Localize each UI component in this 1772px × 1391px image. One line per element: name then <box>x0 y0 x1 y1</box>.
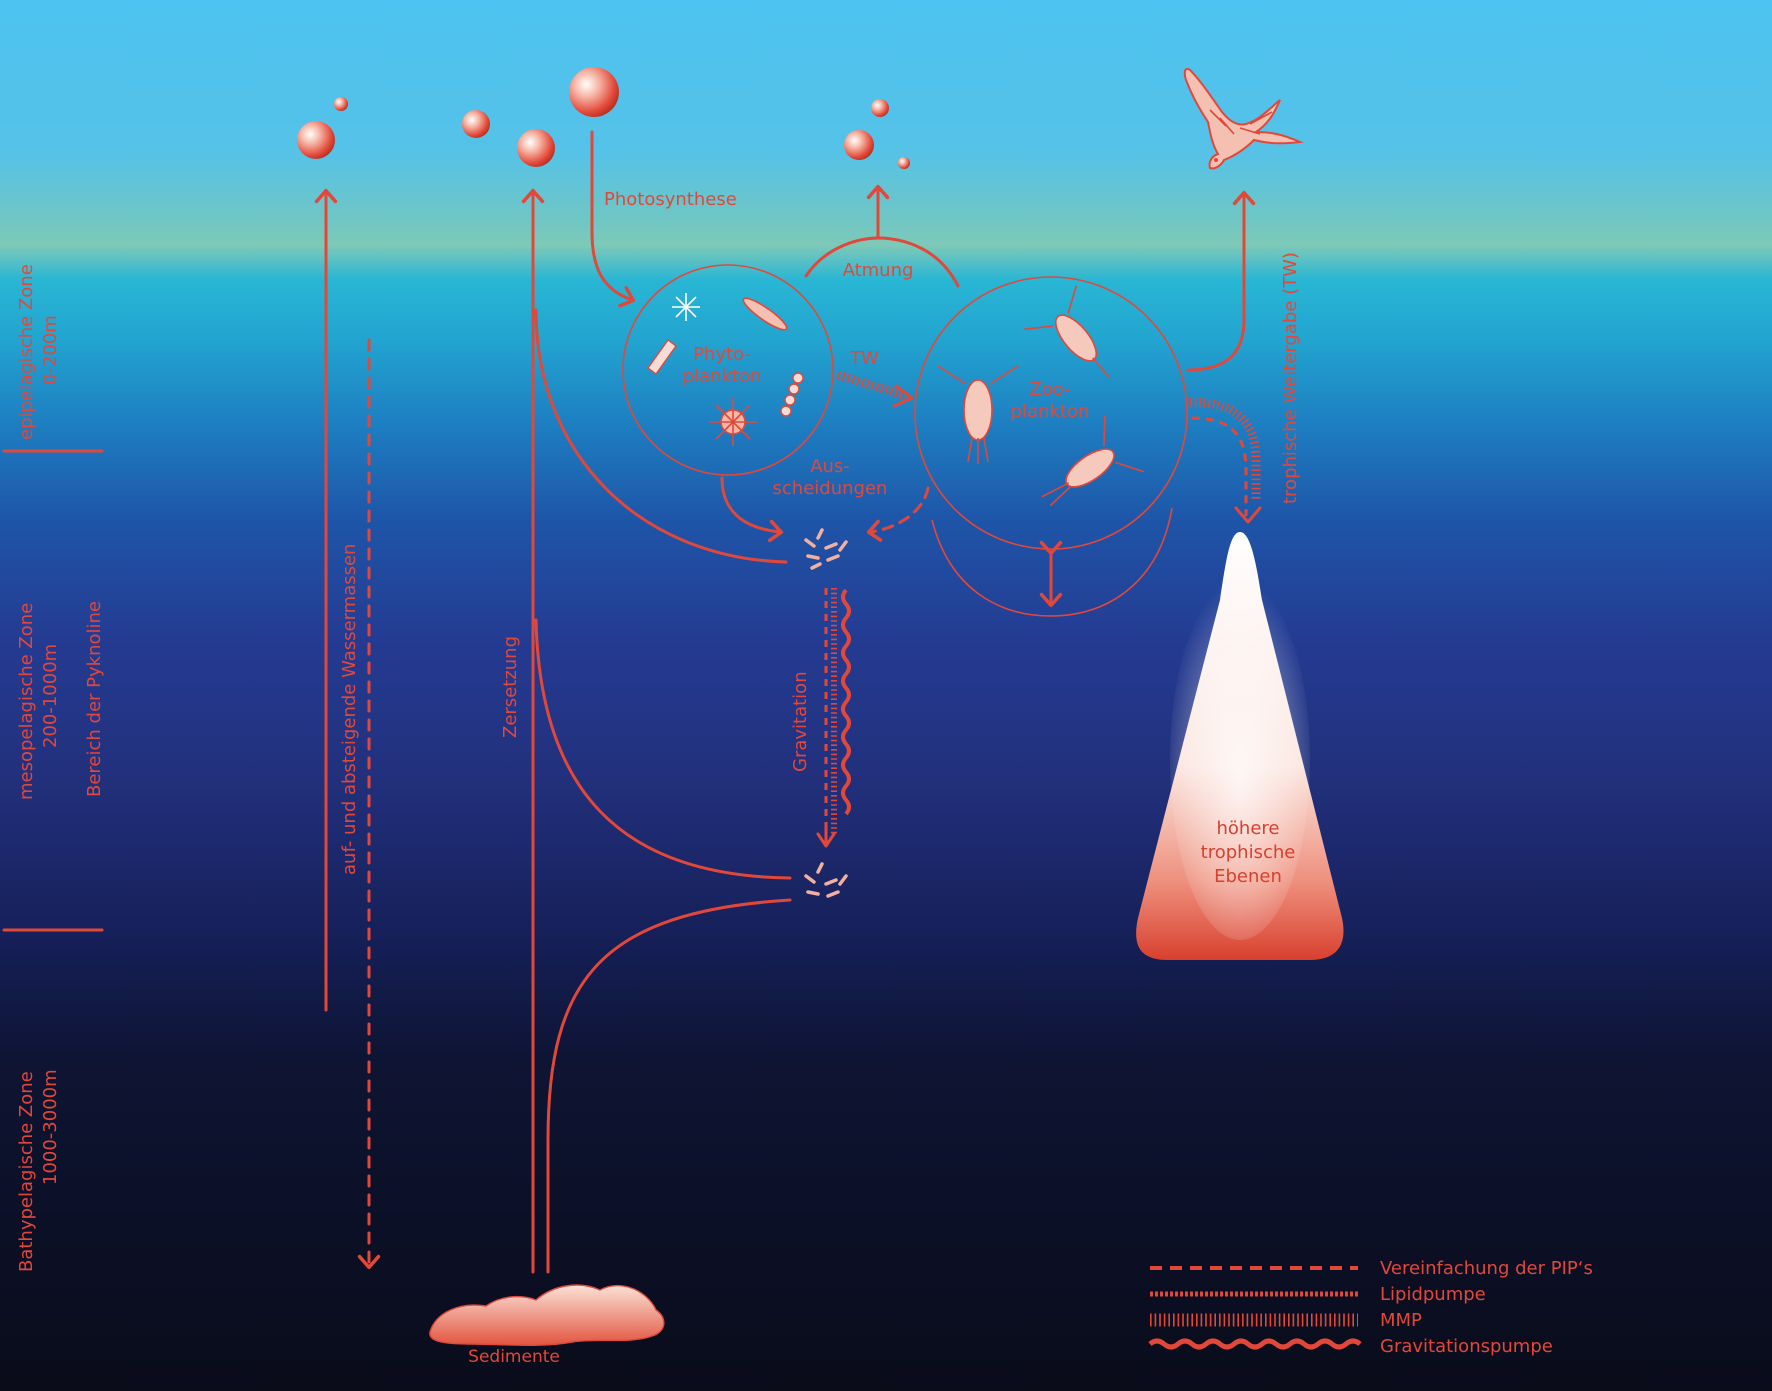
sedimente-label: Sedimente <box>468 1347 560 1367</box>
phyto-label-1: Phyto- <box>693 344 751 365</box>
trophic-transfer-large: trophische Weitergabe (TW) <box>1186 190 1301 524</box>
diatom-chain-icon <box>780 372 804 417</box>
radiolarian-icon <box>709 398 757 446</box>
phytoplankton-circle <box>622 264 834 476</box>
trophische-label: trophische Weitergabe (TW) <box>1280 252 1301 504</box>
aus-label-2: scheidungen <box>773 478 888 499</box>
surface-bubbles <box>297 67 910 169</box>
particles-deep-curve <box>534 618 792 880</box>
zone-bathy-title: Bathypelagische Zone <box>16 1071 37 1272</box>
zoo-excretion-arrow <box>866 486 930 542</box>
zone-labels: epipelagische Zone 0-200m mesopelagische… <box>2 264 105 1272</box>
legend-item-dashed: Vereinfachung der PIP‘s <box>1150 1258 1593 1279</box>
bubble-icon <box>462 110 490 138</box>
legend-label: Gravitationspumpe <box>1380 1336 1553 1357</box>
photosynthese-label: Photosynthese <box>604 189 737 210</box>
photosynthese-arrow <box>590 130 636 308</box>
trophic-transfer-small: TW <box>836 348 914 408</box>
excretion-flow: Aus- scheidungen <box>720 456 930 543</box>
bubble-icon <box>334 97 348 111</box>
tw-hatched-down <box>1189 397 1261 500</box>
bubble-icon <box>517 129 555 167</box>
bubble-icon <box>898 157 910 169</box>
legend-item-wavy: Gravitationspumpe <box>1148 1336 1553 1357</box>
sediment-mound: Sedimente <box>429 1284 665 1367</box>
atmung-label: Atmung <box>843 260 914 281</box>
legend-label: Vereinfachung der PIP‘s <box>1380 1258 1593 1279</box>
gravitation-label: Gravitation <box>790 671 811 772</box>
tw-hatched-arrow <box>836 370 908 401</box>
zone-epi-depth: 0-200m <box>40 315 61 385</box>
copepod-icon <box>937 365 1019 464</box>
legend-label: MMP <box>1380 1310 1422 1331</box>
zone-meso-depth: 200-1000m <box>40 644 61 748</box>
tw-label: TW <box>849 348 879 369</box>
legend-item-dotted: Lipidpumpe <box>1150 1284 1486 1305</box>
aus-label-1: Aus- <box>810 456 850 477</box>
higher-trophic-cone: höhere trophische Ebenen <box>1136 532 1344 960</box>
zone-bathy-depth: 1000-3000m <box>40 1069 61 1185</box>
zersetzung-label: Zersetzung <box>500 636 521 738</box>
gravitation-arrowhead <box>816 826 836 848</box>
copepod-icon <box>1024 285 1111 379</box>
hoehere-label-2: trophische <box>1201 842 1296 863</box>
hoehere-label-3: Ebenen <box>1214 866 1282 887</box>
legend-item-hatched: MMP <box>1150 1310 1422 1331</box>
bubble-icon <box>569 67 619 117</box>
diatom-pennate-icon <box>742 297 788 331</box>
tw-to-bird-arrow <box>1186 190 1256 372</box>
zone-epi-title: epipelagische Zone <box>16 264 37 440</box>
photosynthesis-flow: Photosynthese <box>590 130 737 308</box>
tw-down-arrowhead <box>1234 506 1262 524</box>
zoo-label-2: plankton <box>1011 401 1090 422</box>
zone-meso-title: mesopelagische Zone <box>16 603 37 800</box>
phytoplankton-group: Phyto- plankton <box>622 264 834 476</box>
zoo-label-1: Zoo- <box>1029 379 1070 400</box>
diatom-rod-icon <box>647 339 677 375</box>
tw-dashed-down <box>1191 416 1248 516</box>
bubble-icon <box>871 99 889 117</box>
gravitation-wavy-line <box>841 588 851 816</box>
gravitation-flow: Gravitation <box>790 588 851 848</box>
phyto-label-2: plankton <box>683 366 762 387</box>
particles-shallow-curve <box>534 308 788 564</box>
particles-upper-icon <box>804 528 848 570</box>
water-mass-arrows: auf- und absteigende Wassermassen <box>314 188 381 1270</box>
zooplankton-group: Zoo- plankton <box>914 276 1188 617</box>
diatom-star-icon <box>672 293 700 321</box>
seabird-icon <box>1183 68 1304 170</box>
wassermassen-label: auf- und absteigende Wassermassen <box>339 544 360 875</box>
bubble-icon <box>844 130 874 160</box>
zooplankton-migration-arc <box>931 507 1173 617</box>
bubble-icon <box>297 121 335 159</box>
decomposition-path: Zersetzung <box>500 188 792 1274</box>
copepod-icon <box>1041 416 1145 507</box>
pyknokline-label: Bereich der Pyknoline <box>84 601 105 797</box>
particles-lower-icon <box>804 862 848 898</box>
hoehere-label-1: höhere <box>1217 818 1280 839</box>
respiration-flow: Atmung <box>804 184 960 288</box>
legend-label: Lipidpumpe <box>1380 1284 1486 1305</box>
phyto-excretion-arrow <box>720 476 784 543</box>
legend: Vereinfachung der PIP‘s Lipidpumpe MMP G… <box>1148 1258 1593 1357</box>
sediment-to-particles-curve <box>546 898 792 1274</box>
tw-arrowhead <box>892 384 914 408</box>
